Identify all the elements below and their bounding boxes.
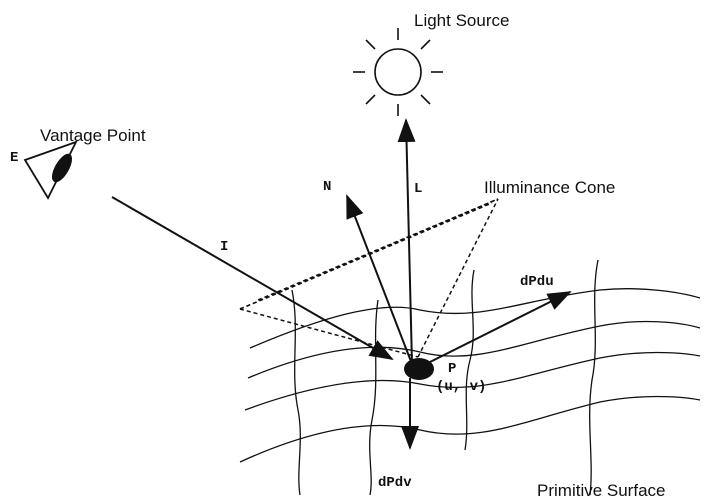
normal-vector: [346, 194, 413, 365]
dpdv-label: dPdv: [378, 475, 412, 491]
mesh-line-u-2: [247, 320, 701, 379]
point-coords-label: (u, v): [436, 379, 486, 395]
cone-edge-2: [239, 308, 419, 358]
illuminance-cone-label: Illuminance Cone: [484, 178, 615, 197]
mesh-line-u-3: [244, 351, 701, 411]
mesh-line-u-1: [249, 288, 701, 349]
mesh-line-v-3: [464, 269, 475, 451]
primitive-surface-label: Primitive Surface: [537, 481, 665, 500]
cone-edge-4: [239, 202, 493, 310]
mesh-line-u-4: [239, 395, 701, 463]
dpdu-vector: [429, 291, 572, 363]
vantage-point-label: Vantage Point: [40, 126, 146, 145]
incident-label: I: [220, 239, 228, 255]
cone-edge-5: [257, 198, 499, 301]
mesh-line-v-2: [369, 299, 379, 496]
surface-mesh: [239, 259, 701, 496]
dpdu-label: dPdu: [520, 274, 554, 290]
surface-point: [404, 358, 434, 380]
normal-label: N: [323, 179, 331, 195]
mesh-line-v-4: [589, 259, 599, 496]
eye-label: E: [10, 150, 18, 166]
light-vector: [397, 118, 416, 365]
eye-icon: [23, 140, 78, 200]
illuminance-cone: [239, 198, 499, 358]
incident-vector: [111, 196, 394, 361]
cone-edge-3: [417, 198, 499, 358]
light-vector-label: L: [414, 181, 422, 197]
sun-icon: [353, 28, 443, 116]
point-label: P: [448, 361, 456, 377]
light-source-label: Light Source: [414, 11, 509, 30]
